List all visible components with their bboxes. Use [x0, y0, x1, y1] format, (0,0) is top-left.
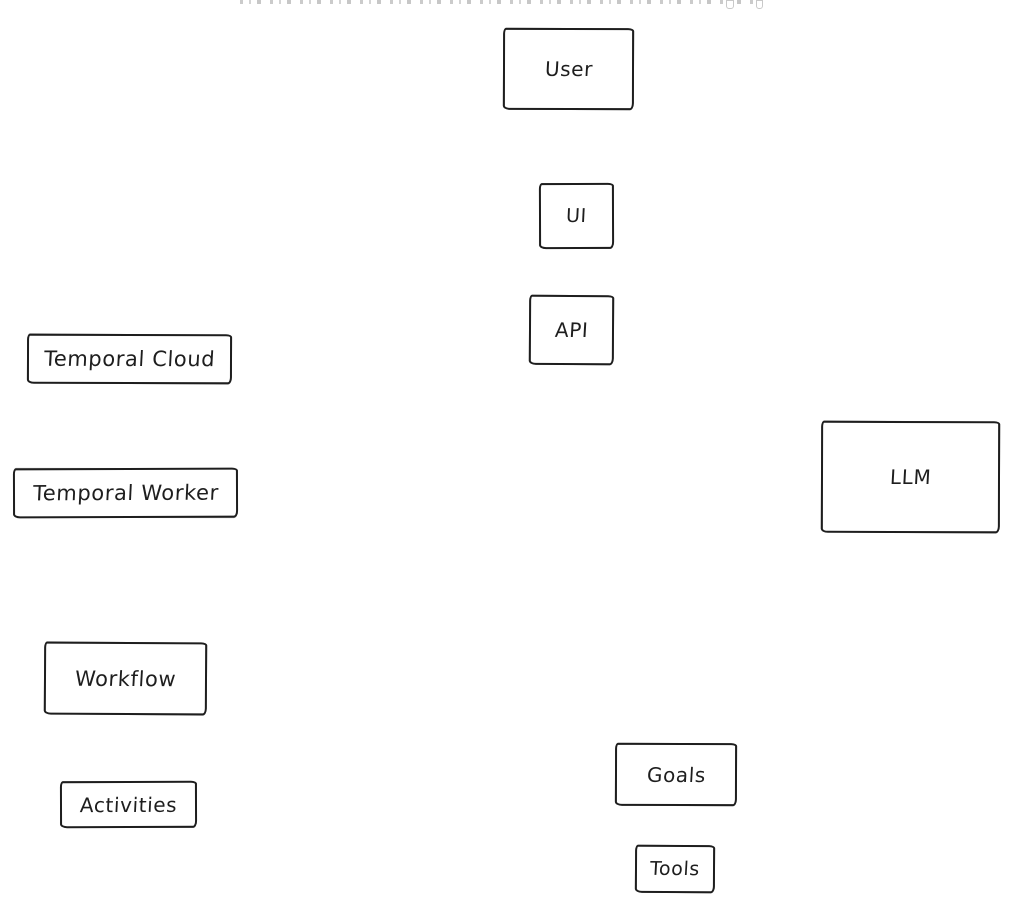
node-temporal-cloud-label: Temporal Cloud: [43, 346, 216, 372]
node-llm[interactable]: LLM: [820, 420, 1001, 534]
node-temporal-worker-label: Temporal Worker: [32, 480, 219, 506]
node-user[interactable]: User: [502, 27, 635, 111]
node-goals[interactable]: Goals: [614, 742, 738, 807]
node-ui-label: UI: [565, 204, 588, 228]
node-api-label: API: [554, 317, 589, 343]
node-workflow[interactable]: Workflow: [43, 641, 208, 716]
node-temporal-cloud[interactable]: Temporal Cloud: [26, 333, 233, 385]
node-temporal-worker[interactable]: Temporal Worker: [12, 467, 239, 519]
node-workflow-label: Workflow: [74, 666, 177, 691]
node-goals-label: Goals: [645, 762, 707, 787]
node-activities-label: Activities: [79, 792, 178, 817]
node-user-label: User: [543, 56, 594, 82]
node-activities[interactable]: Activities: [59, 780, 198, 829]
cropped-text-fragments: [240, 0, 767, 9]
node-tools-label: Tools: [649, 857, 701, 881]
node-api[interactable]: API: [528, 294, 615, 366]
node-llm-label: LLM: [889, 464, 932, 490]
node-tools[interactable]: Tools: [634, 844, 716, 894]
node-ui[interactable]: UI: [538, 182, 615, 250]
